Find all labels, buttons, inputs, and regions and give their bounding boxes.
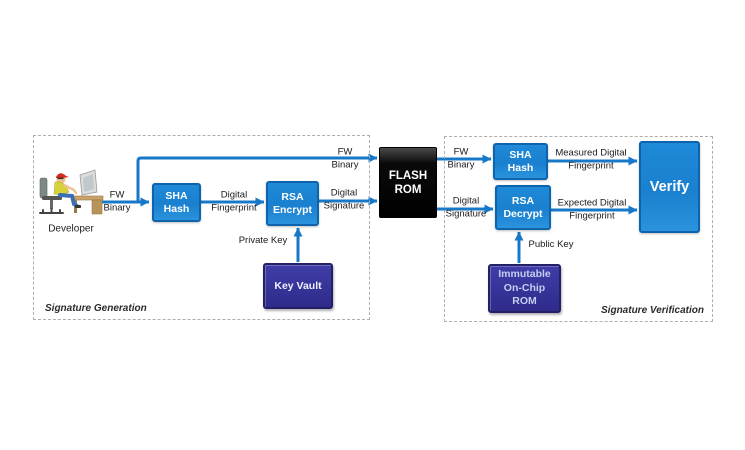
developer-label: Developer [48,223,94,235]
rsa-encrypt-node: RSA Encrypt [266,181,319,226]
fw-binary-label-top: FW Binary [331,146,359,171]
measured-digital-fingerprint-label: Measured Digital Fingerprint [555,147,627,172]
private-key-label: Private Key [238,234,288,246]
verify-node: Verify [639,141,700,233]
arrow-fwbinary-branch-to-flash [136,153,378,203]
sha-hash-verification-node: SHA Hash [493,143,548,180]
flash-rom-node: FLASH ROM [379,147,437,218]
digital-signature-label-generation: Digital Signature [323,187,365,212]
sha-hash-generation-node: SHA Hash [152,183,201,222]
digital-fingerprint-label: Digital Fingerprint [211,189,257,214]
signature-verification-section: Signature Verification [444,136,713,322]
rsa-decrypt-node: RSA Decrypt [495,185,551,230]
developer-illustration [39,169,104,215]
signature-generation-label: Signature Generation [45,303,147,314]
immutable-on-chip-rom-node: Immutable On-Chip ROM [488,264,561,313]
fw-binary-label-developer: FW Binary [103,189,131,214]
fw-binary-label-verification: FW Binary [447,146,475,171]
key-vault-node: Key Vault [263,263,333,309]
public-key-label: Public Key [528,238,574,250]
digital-signature-label-verification: Digital Signature [445,195,487,220]
expected-digital-fingerprint-label: Expected Digital Fingerprint [557,197,627,222]
signature-generation-section: Signature Generation [33,135,370,320]
signature-verification-label: Signature Verification [601,305,704,316]
